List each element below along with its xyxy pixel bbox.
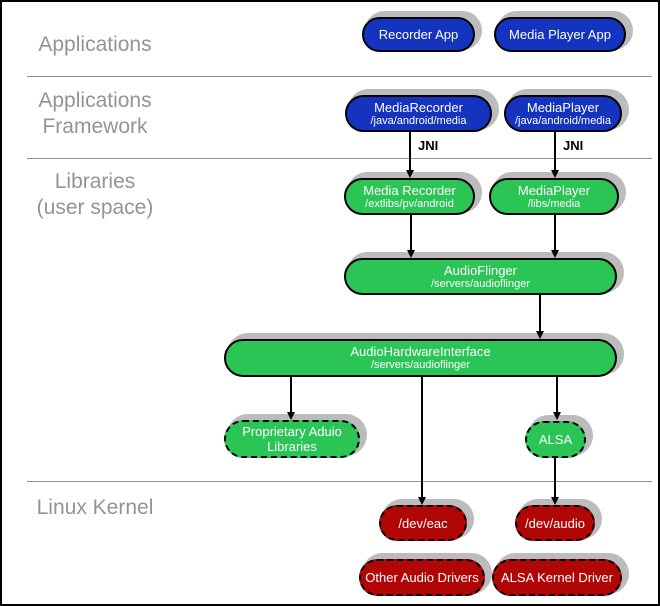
layer-label-line: Linux Kernel [36,496,154,519]
node-label: Proprietary Aduio [242,424,342,439]
node-label: Other Audio Drivers [365,570,479,585]
node-dev-eac: /dev/eac [379,505,467,541]
edge-line [539,295,541,332]
layer-label-line: Framework [42,115,148,138]
node-audioflinger: AudioFlinger /servers/audioflinger [344,258,617,295]
arrow-down-head-icon [406,250,415,258]
node-label: /dev/eac [398,515,448,531]
edge-label-jni-right: JNI [563,138,584,153]
edge-line [556,377,558,413]
arrow-down-head-icon [405,170,414,178]
arrow-down-head-icon [550,497,559,505]
node-path: /servers/audioflinger [430,277,531,290]
edge-line [410,215,412,251]
node-label: AudioHardwareInterface [350,344,491,359]
node-proprietary-audio-libraries: Proprietary Aduio Libraries [224,420,360,458]
node-alsa: ALSA [525,421,586,458]
arrow-down-head-icon [535,331,544,339]
arrow-down-head-icon [550,170,559,178]
arrow-down-head-icon [550,250,559,258]
node-label: Recorder App [378,27,459,42]
layer-label-line: Applications [38,33,152,56]
layer-label-libraries-user-space: Libraries (user space) [10,169,180,221]
node-label: /dev/audio [525,515,585,531]
edge-label-jni-left: JNI [418,138,439,153]
layer-label-line: Libraries [54,170,136,193]
node-label: MediaPlayer [526,99,600,115]
node-mediaplayer-library: MediaPlayer /libs/media [489,178,619,215]
edge-line [421,377,423,498]
arrow-down-head-icon [417,497,426,505]
node-path: /extlibs/pv/android [365,197,454,210]
arrow-down-head-icon [552,412,561,420]
node-other-audio-drivers: Other Audio Drivers [359,559,485,596]
divider-applications-framework [27,76,652,77]
layer-label-applications: Applications [10,32,180,58]
node-label: ALSA Kernel Driver [501,570,613,585]
node-path: /servers/audioflinger [370,359,471,371]
arrow-down-head-icon [286,412,295,420]
edge-line [554,132,556,171]
node-audiohardwareinterface: AudioHardwareInterface /servers/audiofli… [224,339,617,377]
node-label: MediaRecorder [374,99,463,115]
node-label: Libraries [267,439,317,454]
node-label: Media Recorder [363,182,456,198]
node-label: Media Player App [509,27,611,42]
node-recorder-app: Recorder App [362,17,475,52]
node-mediarecorder-framework: MediaRecorder /java/android/media [345,95,492,132]
node-path: /libs/media [527,197,581,210]
node-alsa-kernel-driver: ALSA Kernel Driver [492,559,622,596]
layer-label-line: Applications [38,89,152,112]
node-label: AudioFlinger [444,262,517,278]
node-dev-audio: /dev/audio [515,505,595,541]
node-label: ALSA [538,432,573,447]
node-mediaplayer-framework: MediaPlayer /java/android/media [504,95,622,132]
divider-framework-libraries [27,158,652,159]
node-media-player-app: Media Player App [494,17,626,52]
divider-libraries-kernel [27,481,652,482]
node-label: MediaPlayer [517,182,591,198]
node-path: /java/android/media [370,114,467,127]
edge-line [554,458,556,498]
node-path: /java/android/media [514,114,611,127]
node-media-recorder-library: Media Recorder /extlibs/pv/android [344,178,475,215]
layer-label-applications-framework: Applications Framework [10,88,180,140]
edge-line [290,377,292,413]
layer-label-linux-kernel: Linux Kernel [10,495,180,521]
edge-line [554,215,556,251]
edge-line [409,132,411,171]
layer-label-line: (user space) [36,196,154,219]
